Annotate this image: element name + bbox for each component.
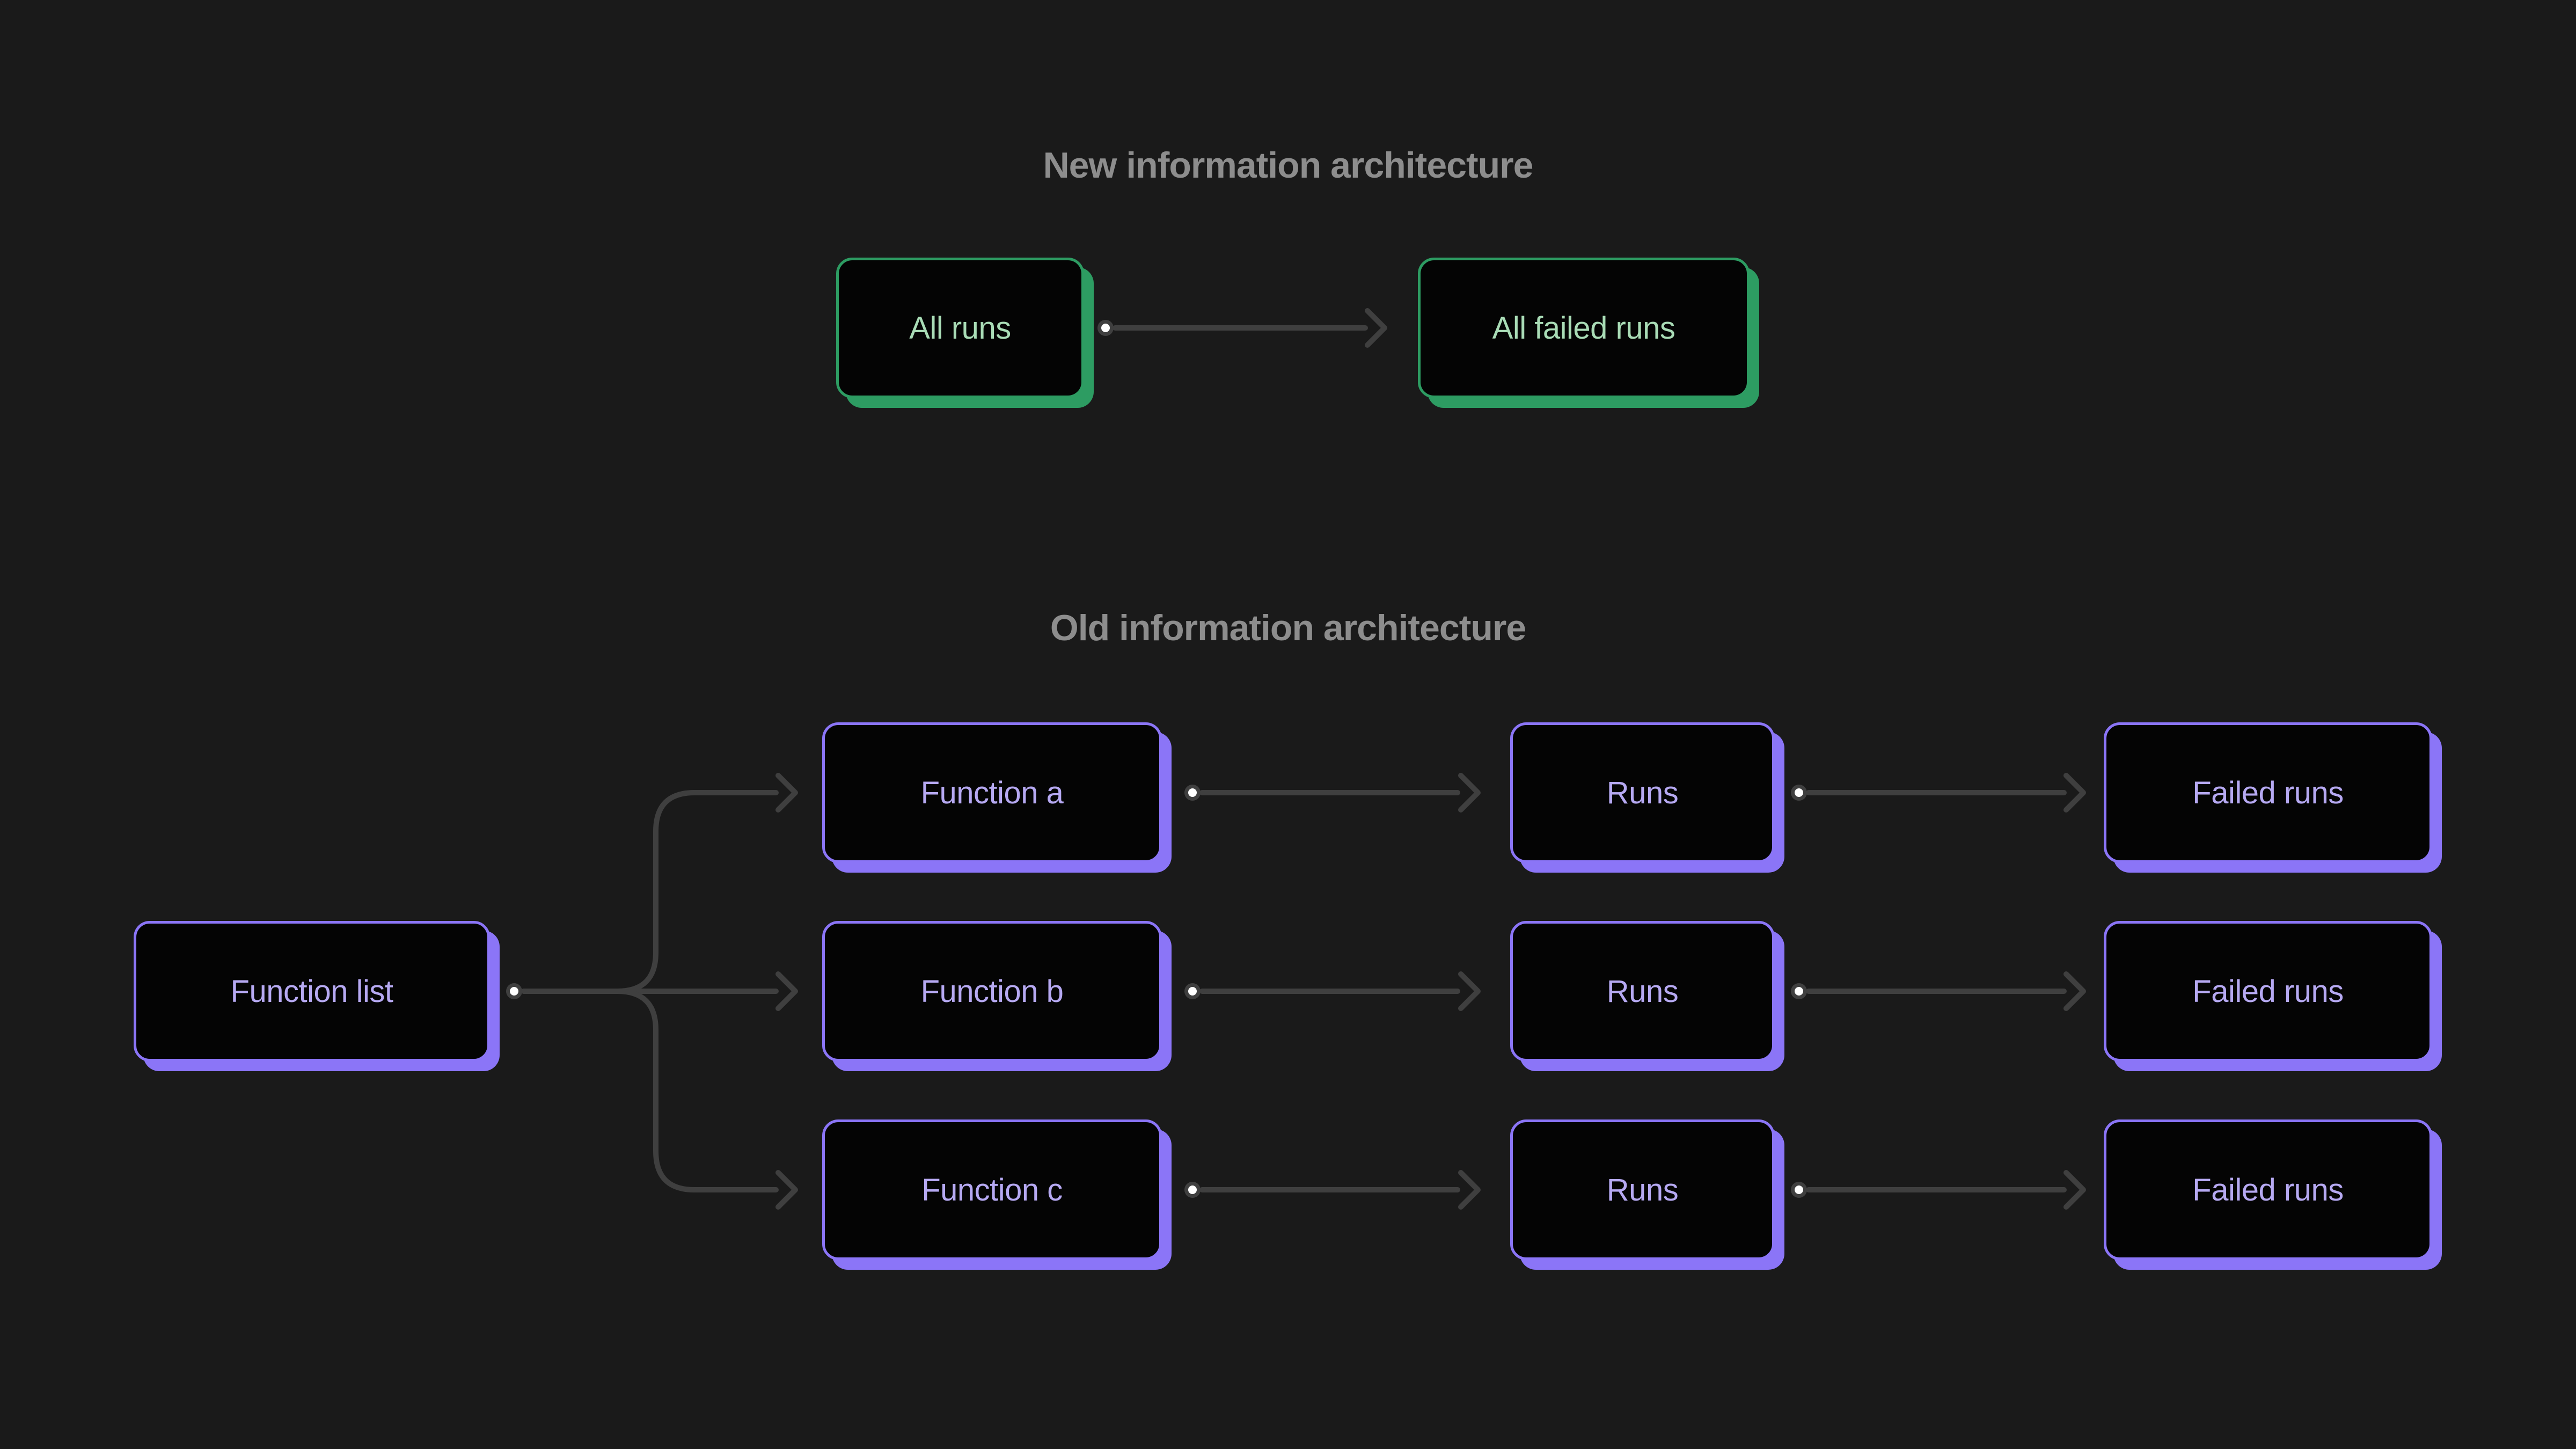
connector-start-dot-core [1795,788,1803,797]
connector-start-dot [1791,983,1807,999]
node-runs-a: Runs [1510,722,1775,863]
node-label: All runs [909,310,1011,346]
node-failed-runs-b: Failed runs [2104,921,2432,1062]
node-label: Failed runs [2192,1172,2344,1208]
node-label: Failed runs [2192,974,2344,1009]
connector-start-dot-core [1188,788,1197,797]
node-runs-b: Runs [1510,921,1775,1062]
arrowhead-icon [1458,773,1481,813]
node-all-runs: All runs [836,258,1084,398]
arrowhead-icon [1365,308,1387,348]
node-label: All failed runs [1492,310,1675,346]
arrowhead-icon [775,1170,798,1210]
connector-runs-b-to-failed-runs [1791,971,2086,1011]
node-label: Function list [230,974,393,1009]
node-label: Function a [920,775,1064,810]
section-title-new-architecture: New information architecture [1043,145,1534,186]
node-function-b: Function b [822,921,1162,1062]
connector-function-a-to-runs [1184,773,1481,813]
connector-start-dot-core [1795,987,1803,996]
node-runs-c: Runs [1510,1119,1775,1260]
node-label: Function c [921,1172,1063,1208]
arrowhead-icon [2063,971,2086,1011]
arrowhead-icon [775,971,798,1011]
node-all-failed-runs: All failed runs [1418,258,1750,398]
connector-runs-a-to-failed-runs [1791,773,2086,813]
node-label: Function b [920,974,1064,1009]
arrowhead-icon [2063,1170,2086,1210]
arrowhead-icon [1458,1170,1481,1210]
node-label: Runs [1606,974,1679,1009]
connector-function-list-fork [506,773,798,1210]
connector-start-dot [1791,785,1807,801]
node-function-c: Function c [822,1119,1162,1260]
arrowhead-icon [775,773,798,813]
connector-start-dot [506,983,522,999]
section-title-old-architecture: Old information architecture [1050,608,1526,648]
node-label: Runs [1606,1172,1679,1208]
connector-start-dot [1184,785,1201,801]
connector-start-dot [1184,1182,1201,1198]
connector-all-runs-to-all-failed-runs [1097,308,1387,348]
node-label: Failed runs [2192,775,2344,810]
connector-start-dot [1184,983,1201,999]
connector-branch-lower [521,989,779,1192]
node-failed-runs-c: Failed runs [2104,1119,2432,1260]
node-failed-runs-a: Failed runs [2104,722,2432,863]
connector-runs-c-to-failed-runs [1791,1170,2086,1210]
arrowhead-icon [2063,773,2086,813]
connector-start-dot-core [510,987,518,996]
node-label: Runs [1606,775,1679,810]
connector-start-dot-core [1795,1185,1803,1194]
connector-function-b-to-runs [1184,971,1481,1011]
node-function-a: Function a [822,722,1162,863]
connector-start-dot-core [1101,324,1110,332]
connector-function-c-to-runs [1184,1170,1481,1210]
connector-branch-upper [521,790,779,994]
connector-start-dot [1791,1182,1807,1198]
arrowhead-icon [1458,971,1481,1011]
connector-start-dot-core [1188,1185,1197,1194]
connector-start-dot-core [1188,987,1197,996]
node-function-list: Function list [134,921,490,1062]
connector-start-dot [1097,320,1114,336]
